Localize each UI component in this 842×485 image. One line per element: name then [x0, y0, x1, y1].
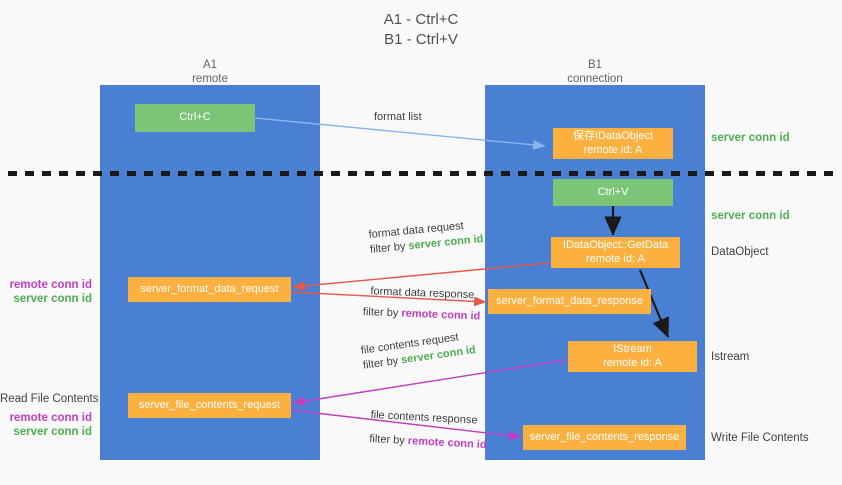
caption-file-contents-response: file contents response filter by remote …	[369, 408, 488, 453]
side-label-remote-conn-id-mid: remote conn id	[9, 279, 92, 291]
node-server-file-contents-response-label: server_file_contents_response	[529, 430, 680, 443]
node-istream-line2: remote id: A	[603, 356, 662, 369]
caption-format-data-response: format data response filter by remote co…	[363, 284, 482, 324]
node-ctrl-v[interactable]: Ctrl+V	[553, 179, 673, 206]
node-server-file-contents-request-label: server_file_contents_request	[138, 398, 281, 411]
side-label-server-conn-id-1: server conn id	[711, 132, 790, 144]
node-save-idataobject-line1: 保存IDataObject	[572, 130, 654, 142]
phase-divider	[8, 171, 836, 176]
caption-format-data-response-title: format data response	[370, 285, 475, 302]
lane-header-b1: B1 connection	[485, 58, 705, 86]
node-server-format-data-request[interactable]: server_format_data_request	[128, 277, 291, 302]
caption-file-contents-request: file contents request filter by server c…	[360, 328, 477, 374]
caption-format-list: format list	[374, 111, 422, 123]
node-server-format-data-response[interactable]: server_format_data_response	[488, 289, 651, 314]
node-ctrl-c-label: Ctrl+C	[179, 111, 211, 124]
node-save-idataobject[interactable]: 保存IDataObject remote id: A	[553, 128, 673, 159]
node-save-idataobject-line2: remote id: A	[583, 143, 643, 156]
node-getdata-line2: remote id: A	[586, 252, 645, 265]
caption-fdresp-filter-pre: filter by	[362, 305, 402, 320]
side-label-istream: Istream	[711, 351, 750, 363]
caption-fdresp-filter-key: remote conn id	[401, 307, 481, 323]
side-label-write-file-contents: Write File Contents	[711, 432, 809, 444]
lane-header-a1: A1 remote	[100, 58, 320, 86]
node-server-format-data-request-label: server_format_data_request	[140, 282, 279, 295]
node-ctrl-c[interactable]: Ctrl+C	[135, 104, 255, 132]
side-label-remote-conn-id-bottom: remote conn id	[9, 412, 92, 424]
node-ctrl-v-label: Ctrl+V	[597, 185, 629, 198]
caption-format-data-request: format data request filter by server con…	[368, 217, 484, 258]
side-label-server-conn-id-bottom: server conn id	[13, 426, 92, 438]
node-istream[interactable]: IStream remote id: A	[568, 341, 697, 372]
side-label-server-conn-id-2: server conn id	[711, 210, 790, 222]
caption-fcreq-filter-pre: filter by	[362, 354, 403, 372]
side-label-server-conn-id-mid: server conn id	[13, 293, 92, 305]
node-server-file-contents-response[interactable]: server_file_contents_response	[523, 425, 686, 450]
caption-file-contents-response-filter: filter by remote conn id	[369, 432, 487, 453]
node-getdata[interactable]: IDataObject::GetData remote id: A	[551, 237, 680, 268]
caption-file-contents-response-title: file contents response	[370, 408, 478, 427]
lane-a1-name: A1	[202, 59, 218, 71]
node-getdata-line1: IDataObject::GetData	[562, 239, 669, 251]
node-server-format-data-response-label: server_format_data_response	[496, 294, 643, 307]
page-title: A1 - Ctrl+C B1 - Ctrl+V	[0, 10, 842, 50]
lane-b1-name: B1	[587, 59, 603, 71]
side-label-read-file-contents: Read File Contents	[0, 393, 99, 405]
lane-a1-sub: remote	[192, 73, 228, 85]
title-line-2: B1 - Ctrl+V	[384, 31, 458, 48]
node-istream-line1: IStream	[613, 343, 652, 355]
lane-b1-sub: connection	[567, 73, 623, 85]
node-server-file-contents-request[interactable]: server_file_contents_request	[128, 393, 291, 418]
title-line-1: A1 - Ctrl+C	[383, 11, 459, 28]
caption-fcresp-filter-pre: filter by	[369, 432, 409, 447]
side-label-dataobject: DataObject	[711, 246, 769, 258]
caption-format-data-response-filter: filter by remote conn id	[363, 305, 481, 324]
caption-fdreq-filter-pre: filter by	[369, 240, 410, 256]
caption-fcresp-filter-key: remote conn id	[407, 434, 487, 452]
